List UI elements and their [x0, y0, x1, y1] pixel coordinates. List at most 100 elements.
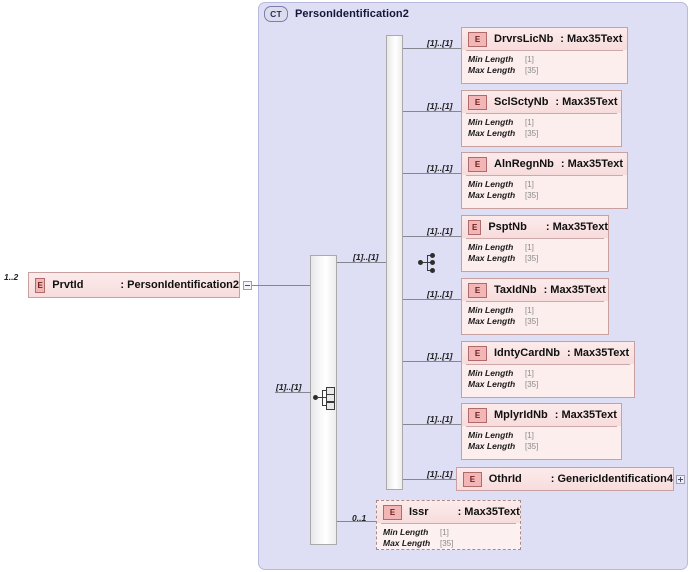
element-alnregnnb-head: E AlnRegnNb : Max35Text — [462, 153, 627, 175]
branch-cardinality-2: [1]..[1] — [427, 101, 453, 111]
element-psptnb-facets: Min Length [1] Max Length [35] — [462, 239, 608, 268]
facet-value: [1] — [525, 118, 534, 127]
divider — [466, 301, 604, 302]
facet-value: [35] — [525, 442, 539, 451]
element-othrid[interactable]: E OthrId : GenericIdentification4 — [456, 467, 674, 491]
element-mplyridnb-head: E MplyrIdNb : Max35Text — [462, 404, 621, 426]
branch-cardinality-8: [1]..[1] — [427, 469, 453, 479]
element-prvtid-head: E PrvtId : PersonIdentification2 — [29, 273, 239, 297]
element-sclsctynb-type: : Max35Text — [555, 96, 618, 108]
element-mplyridnb[interactable]: E MplyrIdNb : Max35Text Min Length [1] M… — [461, 403, 622, 460]
root-cardinality: 1..2 — [4, 272, 19, 282]
branch-cardinality-3: [1]..[1] — [427, 163, 453, 173]
element-badge-icon: E — [383, 504, 402, 520]
facet-label: Max Length — [468, 190, 516, 200]
connector-root-to-sequence — [252, 285, 324, 286]
element-alnregnnb-type: : Max35Text — [560, 158, 624, 170]
element-issr-type: : Max35Text — [457, 506, 520, 518]
element-prvtid-type: : PersonIdentification2 — [120, 279, 239, 291]
element-issr-head: E Issr : Max35Text — [377, 501, 520, 523]
connector-sequence-to-choice — [337, 262, 386, 263]
element-issr-name: Issr — [409, 506, 429, 518]
element-taxidnb-type: : Max35Text — [543, 284, 606, 296]
element-sclsctynb-facets: Min Length [1] Max Length [35] — [462, 114, 621, 143]
facet-max-length: Max Length [35] — [468, 253, 608, 264]
facet-value: [35] — [525, 254, 539, 263]
complextype-header: CT PersonIdentification2 — [264, 6, 409, 22]
element-alnregnnb-name: AlnRegnNb — [494, 158, 554, 170]
element-mplyridnb-name: MplyrIdNb — [494, 409, 548, 421]
element-idntycardnb-name: IdntyCardNb — [494, 347, 560, 359]
element-alnregnnb-facets: Min Length [1] Max Length [35] — [462, 176, 627, 205]
element-psptnb-type: : Max35Text — [545, 221, 608, 233]
facet-label: Min Length — [468, 179, 514, 189]
facet-value: [1] — [525, 180, 534, 189]
element-drvrslicnb[interactable]: E DrvrsLicNb : Max35Text Min Length [1] … — [461, 27, 628, 84]
element-alnregnnb[interactable]: E AlnRegnNb : Max35Text Min Length [1] M… — [461, 152, 628, 209]
element-mplyridnb-type: : Max35Text — [554, 409, 617, 421]
element-drvrslicnb-name: DrvrsLicNb — [494, 33, 554, 45]
facet-max-length: Max Length [35] — [468, 316, 608, 327]
divider — [466, 426, 617, 427]
element-taxidnb-head: E TaxIdNb : Max35Text — [462, 279, 608, 301]
connector-sequence-in — [275, 392, 311, 393]
branch-line-8 — [403, 479, 456, 480]
facet-label: Min Length — [468, 368, 514, 378]
branch-cardinality-7: [1]..[1] — [427, 414, 453, 424]
othrid-expand-icon[interactable] — [676, 475, 685, 484]
root-collapse-icon[interactable] — [243, 281, 252, 290]
facet-label: Min Length — [468, 305, 514, 315]
model-group-choice-bar[interactable] — [386, 35, 403, 490]
element-taxidnb-facets: Min Length [1] Max Length [35] — [462, 302, 608, 331]
facet-value: [35] — [525, 191, 539, 200]
element-othrid-head: E OthrId : GenericIdentification4 — [457, 468, 673, 490]
divider — [466, 50, 623, 51]
facet-label: Min Length — [468, 117, 514, 127]
element-psptnb[interactable]: E PsptNb : Max35Text Min Length [1] Max … — [461, 215, 609, 272]
element-badge-icon: E — [468, 156, 487, 172]
facet-value: [1] — [525, 243, 534, 252]
complextype-title: PersonIdentification2 — [295, 8, 409, 20]
facet-max-length: Max Length [35] — [468, 65, 627, 76]
element-taxidnb-name: TaxIdNb — [494, 284, 537, 296]
facet-value: [1] — [525, 369, 534, 378]
facet-value: [1] — [525, 431, 534, 440]
choice-compositor-icon — [418, 252, 444, 274]
element-othrid-type: : GenericIdentification4 — [550, 473, 673, 485]
element-idntycardnb-type: : Max35Text — [567, 347, 630, 359]
element-sclsctynb[interactable]: E SclSctyNb : Max35Text Min Length [1] M… — [461, 90, 622, 147]
element-prvtid[interactable]: E PrvtId : PersonIdentification2 — [28, 272, 240, 298]
divider — [466, 175, 623, 176]
element-drvrslicnb-type: : Max35Text — [560, 33, 623, 45]
sequence-compositor-icon — [313, 387, 339, 410]
facet-value: [35] — [525, 129, 539, 138]
element-badge-icon: E — [463, 471, 482, 487]
facet-min-length: Min Length [1] — [468, 305, 608, 316]
element-taxidnb[interactable]: E TaxIdNb : Max35Text Min Length [1] Max… — [461, 278, 609, 335]
divider — [381, 523, 516, 524]
element-idntycardnb[interactable]: E IdntyCardNb : Max35Text Min Length [1]… — [461, 341, 635, 398]
facet-value: [1] — [525, 55, 534, 64]
element-psptnb-name: PsptNb — [488, 221, 527, 233]
branch-cardinality-4: [1]..[1] — [427, 226, 453, 236]
facet-max-length: Max Length [35] — [468, 379, 634, 390]
facet-max-length: Max Length [35] — [468, 441, 621, 452]
facet-min-length: Min Length [1] — [468, 117, 621, 128]
branch-line-6 — [403, 361, 461, 362]
element-badge-icon: E — [35, 277, 46, 293]
element-issr[interactable]: E Issr : Max35Text Min Length [1] Max Le… — [376, 500, 521, 550]
facet-min-length: Min Length [1] — [468, 368, 634, 379]
branch-line-2 — [403, 111, 471, 112]
facet-label: Max Length — [468, 316, 516, 326]
choice-cardinality: [1]..[1] — [353, 252, 379, 262]
facet-min-length: Min Length [1] — [383, 527, 520, 538]
facet-value: [35] — [525, 317, 539, 326]
facet-value: [35] — [525, 380, 539, 389]
divider — [466, 238, 604, 239]
sequence-cardinality: [1]..[1] — [276, 382, 302, 392]
facet-value: [1] — [440, 528, 449, 537]
facet-min-length: Min Length [1] — [468, 430, 621, 441]
branch-cardinality-1: [1]..[1] — [427, 38, 453, 48]
divider — [466, 364, 630, 365]
